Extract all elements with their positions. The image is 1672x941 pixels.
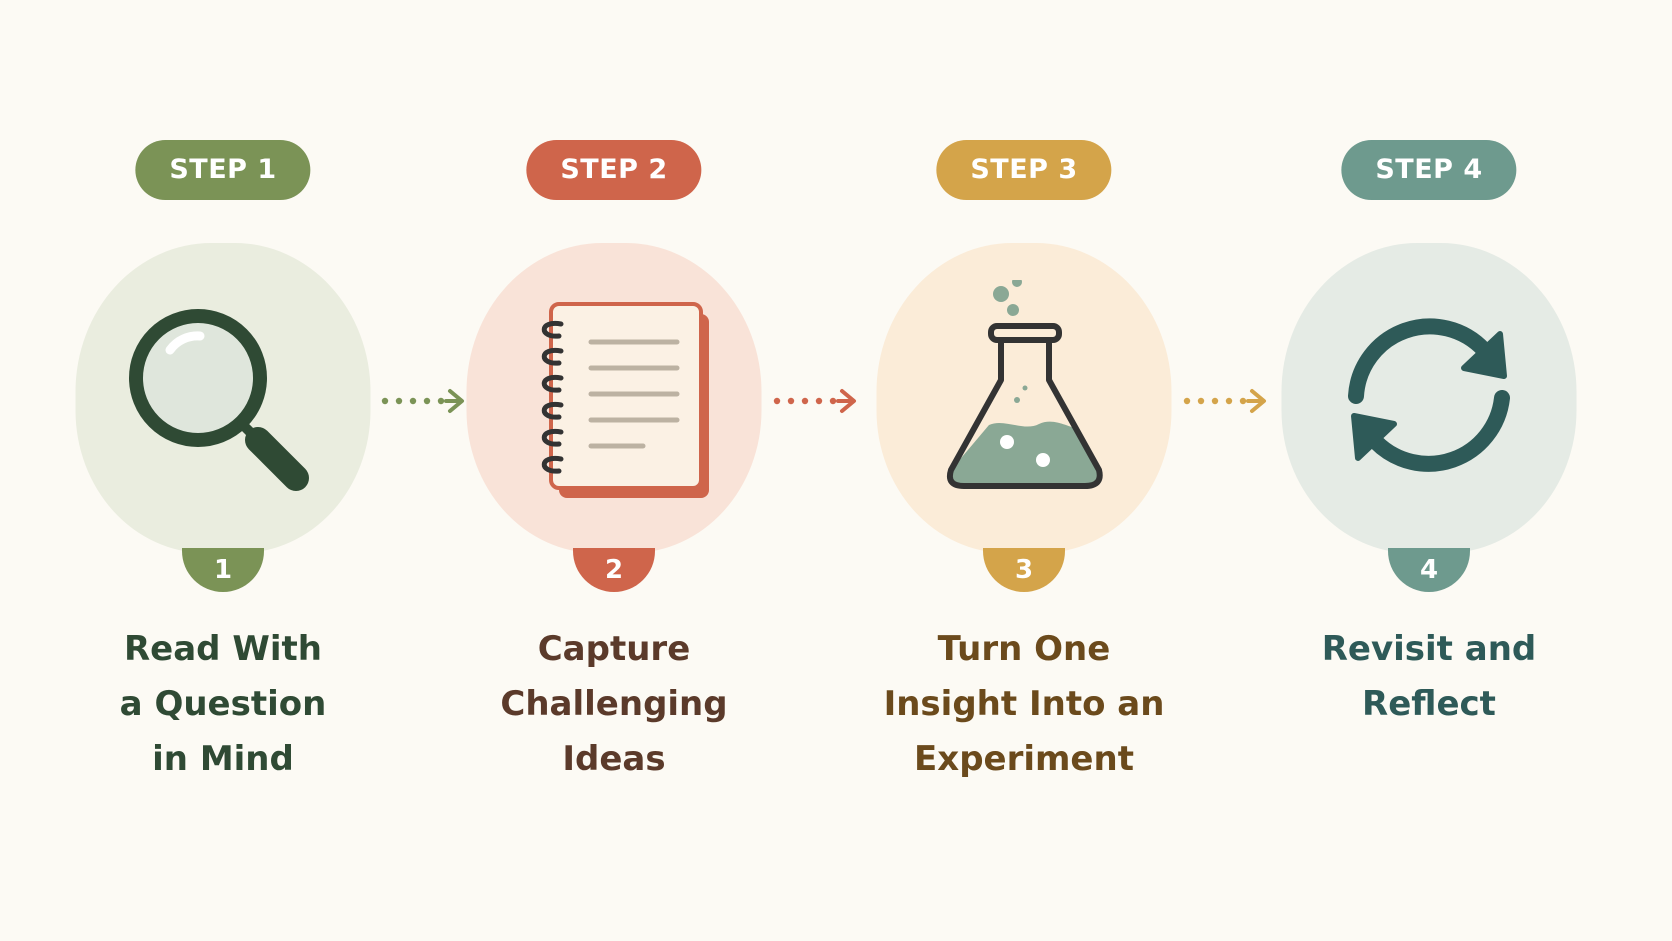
notebook-icon (541, 302, 709, 498)
step-4-pill: STEP 4 (1341, 140, 1517, 200)
step-2-pill: STEP 2 (526, 140, 702, 200)
step-4-number-badge: 4 (1388, 548, 1470, 592)
refresh-cycle-icon (1348, 318, 1510, 472)
step-3-label: Turn One Insight Into an Experiment (883, 629, 1165, 779)
step-1: STEP 1 1 Read With a Question in Mind (43, 0, 403, 941)
arrow-3-to-4 (1183, 389, 1266, 413)
step-3: STEP 3 3 Turn One Insight Into an Experi… (844, 0, 1204, 941)
arrow-1-to-2 (381, 389, 464, 413)
step-4-label: Revisit and Reflect (1321, 629, 1537, 724)
magnifying-glass-icon (129, 309, 309, 491)
step-3-pill: STEP 3 (936, 140, 1112, 200)
step-2: STEP 2 2 Capture Challenging Ideas (434, 0, 794, 941)
arrow-2-to-3 (773, 389, 856, 413)
step-4: STEP 4 4 Revisit and Reflect (1249, 0, 1609, 941)
step-1-label: Read With a Question in Mind (119, 629, 327, 779)
step-2-number-badge: 2 (573, 548, 655, 592)
step-3-number-badge: 3 (983, 548, 1065, 592)
flask-icon (946, 280, 1103, 489)
step-1-number-badge: 1 (182, 548, 264, 592)
step-4-icon-background (1281, 243, 1577, 553)
step-2-label: Capture Challenging Ideas (500, 629, 728, 779)
step-1-pill: STEP 1 (135, 140, 311, 200)
step-3-icon-background (876, 243, 1172, 553)
